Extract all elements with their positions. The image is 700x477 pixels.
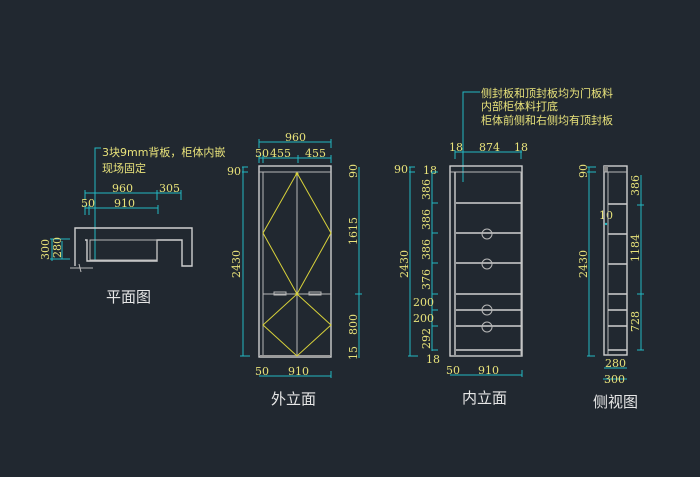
- diamond-apex: [295, 292, 299, 296]
- plan-note-line2: 现场固定: [102, 161, 146, 175]
- plan-view-title: 平面图: [106, 288, 151, 306]
- diamond-apex: [295, 172, 299, 176]
- rod-circle: [481, 321, 493, 333]
- outer-dim-800: 800: [347, 314, 360, 335]
- inner-dim-shelf-1: 386: [420, 179, 433, 200]
- outer-dim-15: 15: [347, 346, 360, 360]
- inner-dim-shelf-3: 386: [420, 239, 433, 260]
- inner-dim-shelf-5: 200: [413, 296, 434, 309]
- inner-dim-shelf-4: 376: [420, 269, 433, 290]
- inner-dim-shelf-2: 386: [420, 209, 433, 230]
- outer-elevation: 960 50 455 455 90 2430 90 1615 800 15: [227, 131, 362, 408]
- plan-note-leader: [94, 147, 101, 261]
- handle-right: [308, 291, 322, 296]
- side-dim-386: 386: [629, 175, 642, 196]
- outer-dim-bottom-910: 910: [288, 365, 309, 378]
- outer-dim-50: 50: [255, 147, 269, 160]
- rod-circle: [481, 258, 493, 270]
- plan-outline: [74, 227, 193, 267]
- inner-dim-bottom-910: 910: [478, 364, 499, 377]
- inner-note-line3: 柜体前侧和右侧均有顶封板: [481, 113, 613, 127]
- side-top-cap: [604, 166, 608, 172]
- inner-elevation: 侧封板和顶封板均为门板料 内部柜体料打底 柜体前侧和右侧均有顶封板 18 874…: [394, 86, 613, 407]
- rod-circle: [481, 304, 493, 316]
- inner-elevation-title: 内立面: [462, 389, 507, 407]
- side-dim-300: 300: [604, 373, 625, 386]
- side-dim-280: 280: [605, 357, 626, 370]
- side-dim-90: 90: [577, 164, 590, 178]
- inner-dim-18-right: 18: [514, 141, 528, 154]
- inner-dim-874: 874: [479, 141, 500, 154]
- outer-dim-455-right: 455: [305, 147, 326, 160]
- inner-dim-18-bottom: 18: [426, 353, 440, 366]
- side-dim-2430: 2430: [577, 250, 590, 278]
- outer-dim-bottom-50: 50: [255, 365, 269, 378]
- side-view: 90 2430 10 386 1184 728 280 300 侧视图: [577, 164, 644, 411]
- side-dim-10: 10: [599, 209, 613, 222]
- inner-note-leader: [462, 91, 480, 182]
- inner-dim-18-left: 18: [449, 141, 463, 154]
- plan-dim-50: 50: [81, 197, 95, 210]
- outer-cabinet-frame: [258, 165, 332, 358]
- inner-dim-bottom-50: 50: [446, 364, 460, 377]
- dim-marker: [604, 222, 608, 226]
- outer-dim-90-right: 90: [347, 164, 360, 178]
- plan-dim-300: 300: [39, 239, 52, 260]
- side-dim-1184: 1184: [629, 234, 642, 262]
- outer-dim-455-left: 455: [270, 147, 291, 160]
- handle-left: [273, 291, 287, 296]
- plan-note-line1: 3块9mm背板，柜体内嵌: [102, 145, 225, 159]
- side-dim-728: 728: [629, 311, 642, 332]
- inner-note-line1: 侧封板和顶封板均为门板料: [481, 86, 613, 100]
- plan-view: 3块9mm背板，柜体内嵌 现场固定 960 305 50 910 300 280…: [39, 145, 225, 306]
- outer-dim-2430: 2430: [230, 250, 243, 278]
- plan-dim-280: 280: [51, 237, 64, 258]
- outer-dim-90-left: 90: [227, 165, 241, 178]
- inner-dim-shelf-7: 292: [420, 328, 433, 349]
- plan-dim-910: 910: [114, 197, 135, 210]
- outer-dim-960: 960: [285, 131, 306, 144]
- side-cabinet-frame: [603, 165, 628, 356]
- inner-dim-90: 90: [394, 163, 408, 176]
- plan-dim-960: 960: [112, 182, 133, 195]
- rod-circle: [481, 228, 493, 240]
- side-view-title: 侧视图: [593, 393, 638, 411]
- plan-break-mark: [78, 263, 82, 273]
- plan-inner-box: [89, 239, 158, 261]
- inner-dim-2430: 2430: [398, 250, 411, 278]
- inner-dim-shelf-6: 200: [413, 312, 434, 325]
- inner-dim-18-top: 18: [423, 164, 437, 177]
- outer-elevation-title: 外立面: [271, 390, 316, 408]
- plan-dim-305: 305: [159, 182, 180, 195]
- inner-note-line2: 内部柜体料打底: [481, 99, 558, 113]
- inner-cabinet-frame: [449, 165, 523, 357]
- outer-dim-1615: 1615: [347, 217, 360, 245]
- lower-door-diamond: [262, 293, 332, 357]
